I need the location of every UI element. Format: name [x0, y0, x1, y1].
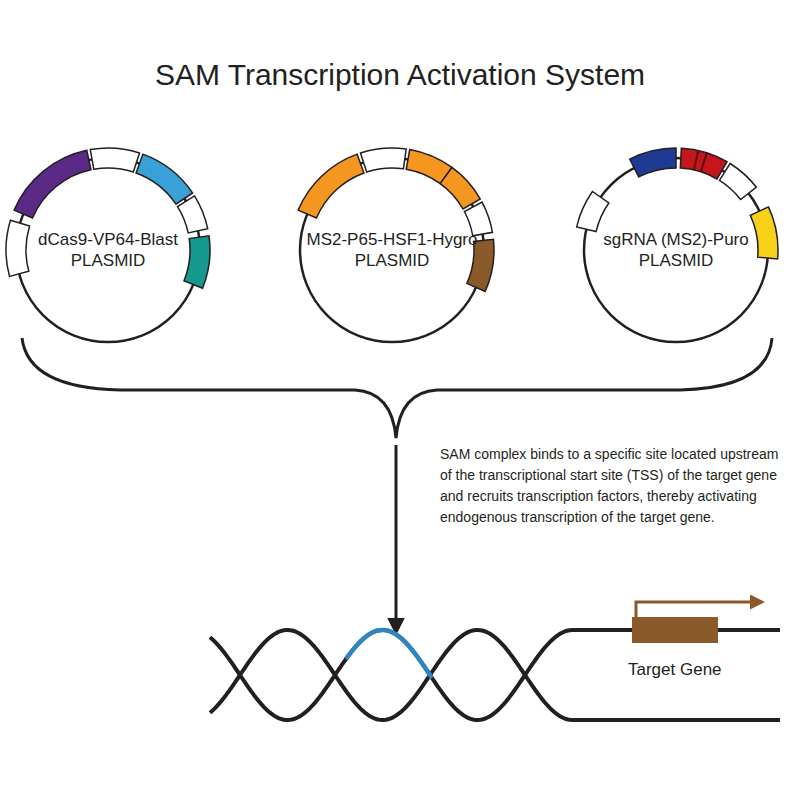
plasmid-ring	[584, 158, 768, 342]
gene-segment	[184, 236, 210, 288]
description: SAM complex binds to a specific site loc…	[440, 444, 785, 528]
gene-segment	[440, 167, 480, 209]
gene-segment	[577, 192, 609, 232]
plasmid-label: sgRNA (MS2)-Puro PLASMID	[590, 229, 762, 271]
plasmid-outline	[4, 146, 212, 354]
plasmid-label: dCas9-VP64-Blast PLASMID	[22, 229, 194, 271]
dna-helix	[210, 630, 780, 720]
gene-segment	[360, 148, 406, 172]
gene-segment	[178, 196, 208, 233]
plasmid-circle: sgRNA (MS2)-Puro PLASMID	[572, 146, 780, 354]
gene-box	[632, 617, 718, 643]
segment-stripe	[700, 152, 708, 172]
tss-arrow	[636, 602, 762, 617]
gene-segment	[6, 220, 30, 276]
dna-strand	[210, 630, 780, 720]
target-site	[346, 630, 432, 678]
segment-stripe	[693, 150, 699, 170]
dna-strand	[210, 630, 780, 720]
gene-segment	[90, 148, 139, 172]
plasmid-circle: dCas9-VP64-Blast PLASMID	[4, 146, 212, 354]
gene-segment	[719, 164, 756, 200]
plasmid-outline	[572, 146, 780, 354]
gene-segment	[630, 148, 676, 177]
brace	[22, 338, 772, 438]
gene-segment	[680, 148, 727, 179]
plasmid-label: MS2-P65-HSF1-Hygro PLASMID	[306, 229, 478, 271]
plasmid-circle: MS2-P65-HSF1-Hygro PLASMID	[288, 146, 496, 354]
gene-label: Target Gene	[628, 660, 722, 680]
title: SAM Transcription Activation System	[0, 58, 800, 92]
gene-segment	[298, 154, 364, 218]
gene-segment	[750, 207, 778, 259]
gene-segment	[136, 154, 193, 204]
plasmid-outline	[288, 146, 496, 354]
arrow-line	[395, 445, 398, 632]
gene-segment	[14, 150, 91, 218]
